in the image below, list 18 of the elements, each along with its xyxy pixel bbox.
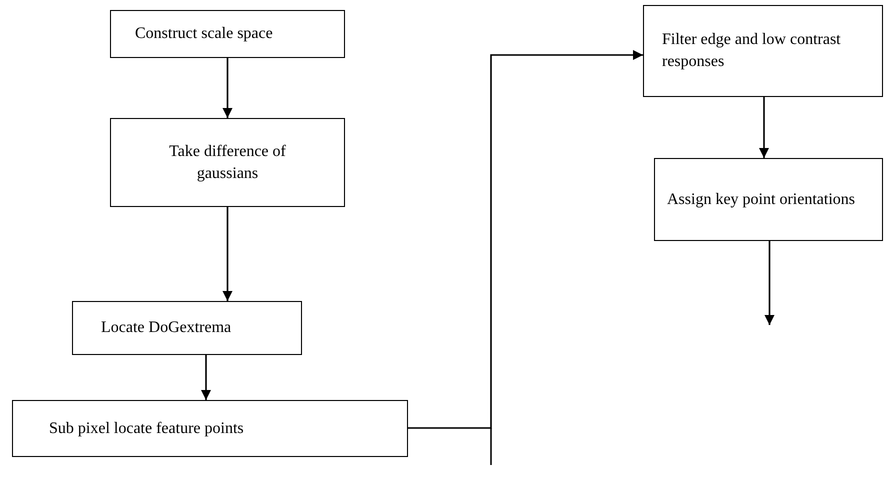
arrow bbox=[408, 50, 643, 429]
process-box bbox=[12, 400, 408, 457]
arrow bbox=[201, 355, 211, 400]
arrow bbox=[222, 58, 232, 118]
process-box bbox=[110, 118, 345, 207]
box-label: Construct scale space bbox=[135, 24, 273, 44]
process-box bbox=[72, 301, 302, 355]
box-label: Take difference of gaussians bbox=[168, 142, 287, 184]
arrow bbox=[764, 241, 774, 325]
box-label: Filter edge and low contrast responses bbox=[662, 30, 842, 72]
box-label: Locate DoGextrema bbox=[101, 318, 232, 338]
arrow bbox=[759, 97, 769, 158]
box-label: Assign key point orientations bbox=[667, 190, 855, 210]
process-box bbox=[110, 10, 345, 58]
box-label: Sub pixel locate feature points bbox=[49, 418, 244, 439]
arrow bbox=[222, 207, 232, 301]
process-box bbox=[643, 5, 883, 97]
process-box bbox=[654, 158, 883, 241]
